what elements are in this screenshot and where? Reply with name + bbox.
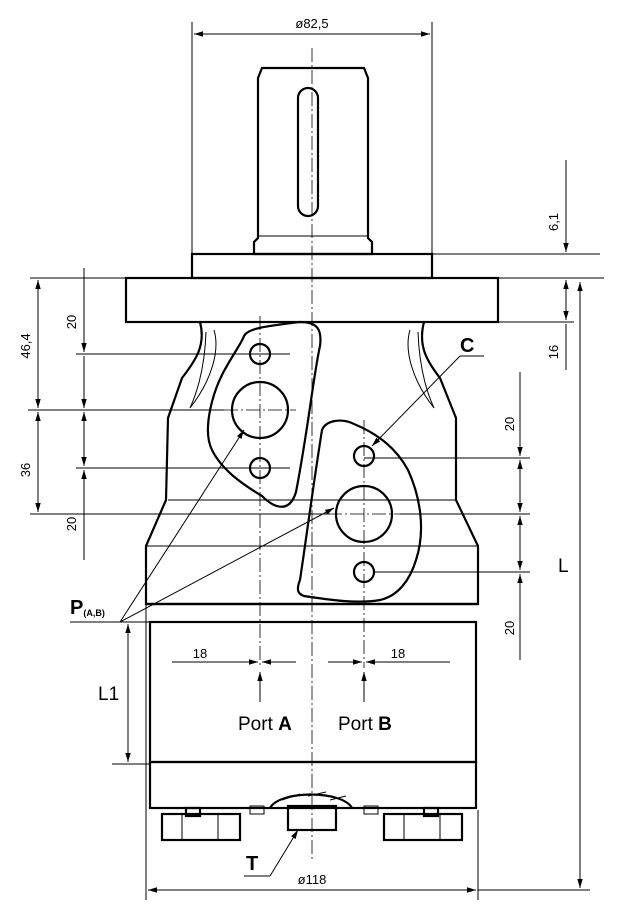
port-b-letter: B xyxy=(378,714,392,735)
left-lower-label: 36 xyxy=(18,463,33,477)
dim-body-diameter xyxy=(145,604,479,900)
port-a-letter: A xyxy=(278,714,292,735)
end-cover xyxy=(148,760,478,810)
right-bottom-label: 20 xyxy=(502,621,517,635)
left-bottom-label: 20 xyxy=(64,517,79,531)
length-L-label: L xyxy=(558,556,569,577)
flange-thickness-label: 16 xyxy=(546,345,561,359)
port-b-plate xyxy=(296,419,423,603)
p-label: P(A,B) xyxy=(70,597,105,619)
port-a-plate xyxy=(206,320,322,508)
c-label: C xyxy=(460,335,474,357)
dim-shaft-diameter xyxy=(191,22,433,254)
shaft-offset-label: 6,1 xyxy=(546,213,561,231)
keyway-slot xyxy=(296,86,320,218)
port-b-prefix: Port xyxy=(338,714,378,735)
dim-left-stack xyxy=(28,268,330,560)
gear-body xyxy=(148,620,478,764)
p-leaders xyxy=(70,429,335,623)
t-label: T xyxy=(246,853,258,875)
port-a-label: Port A xyxy=(238,714,292,735)
port-a-prefix: Port xyxy=(238,714,278,735)
port-b-label: Port B xyxy=(338,714,392,735)
right-top-label: 20 xyxy=(502,417,517,431)
p-letter: P xyxy=(70,597,83,619)
shaft-diameter-label: ø82,5 xyxy=(295,16,328,31)
length-L1-label: L1 xyxy=(98,684,119,705)
c-leader xyxy=(371,355,484,447)
left-total-label: 46,4 xyxy=(18,333,33,358)
t-leader xyxy=(244,829,299,877)
body-diameter-label: ø118 xyxy=(298,872,327,887)
p-subscript: (A,B) xyxy=(83,608,105,618)
dim-flange-right xyxy=(432,160,604,370)
dim-length-L xyxy=(478,282,590,891)
left-top-label: 20 xyxy=(64,315,79,329)
port-b-offset-label: 18 xyxy=(391,646,405,661)
output-shaft xyxy=(252,66,374,256)
port-a-offset-label: 18 xyxy=(193,646,207,661)
dim-right-stack xyxy=(364,372,530,660)
